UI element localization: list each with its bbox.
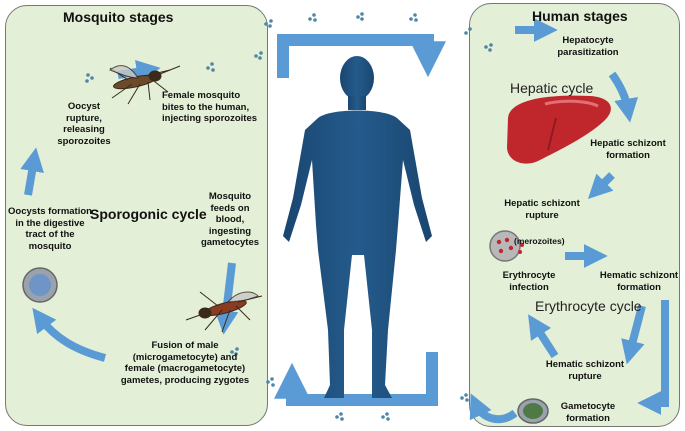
mosquito-feeds-label: Mosquito feeds on blood, ingesting gamet… xyxy=(200,191,260,248)
infected-erythrocyte-icon xyxy=(489,230,524,262)
gametocyte-formation-label: Gametocyte formation xyxy=(560,401,616,424)
center-bottom-arrow xyxy=(274,352,438,406)
oocyst-icon xyxy=(22,267,58,303)
merozoites-label: (merozoites) xyxy=(514,236,565,246)
human-silhouette xyxy=(283,56,432,398)
hematic-schizont-rupture-label: Hematic schizont rupture xyxy=(545,359,625,382)
mosquito-bottom-icon xyxy=(185,291,263,333)
hepatocyte-parasitization-label: Hepatocyte parasitization xyxy=(557,35,619,58)
hepatic-schizont-rupture-label: Hepatic schizont rupture xyxy=(504,198,580,221)
human-cycle-arrows xyxy=(469,18,669,424)
mosquito-top-icon xyxy=(109,65,181,105)
oocysts-formation-label: Oocysts formation in the digestive tract… xyxy=(8,206,92,252)
hepatic-cycle-label: Hepatic cycle xyxy=(510,80,594,96)
gametocyte-icon xyxy=(517,398,549,424)
sporogonic-cycle-label: Sporogonic cycle xyxy=(90,206,207,222)
center-top-arrow xyxy=(277,34,446,78)
female-bites-label: Female mosquito bites to the human, inje… xyxy=(162,90,258,124)
fusion-gametes-label: Fusion of male (microgametocyte) and fem… xyxy=(120,340,250,386)
human-stages-panel xyxy=(469,3,680,427)
oocyst-rupture-label: Oocyst rupture, releasing sporozoites xyxy=(57,101,111,147)
erythrocyte-cycle-label: Erythrocyte cycle xyxy=(535,298,642,314)
human-stages-title: Human stages xyxy=(532,8,628,24)
hematic-schizont-formation-label: Hematic schizont formation xyxy=(599,270,679,293)
liver-icon xyxy=(507,95,611,164)
mosquito-stages-title: Mosquito stages xyxy=(63,9,174,25)
hepatic-schizont-formation-label: Hepatic schizont formation xyxy=(590,138,666,161)
sporozoite-dots xyxy=(85,12,493,421)
erythrocyte-infection-label: Erythrocyte infection xyxy=(502,270,556,293)
